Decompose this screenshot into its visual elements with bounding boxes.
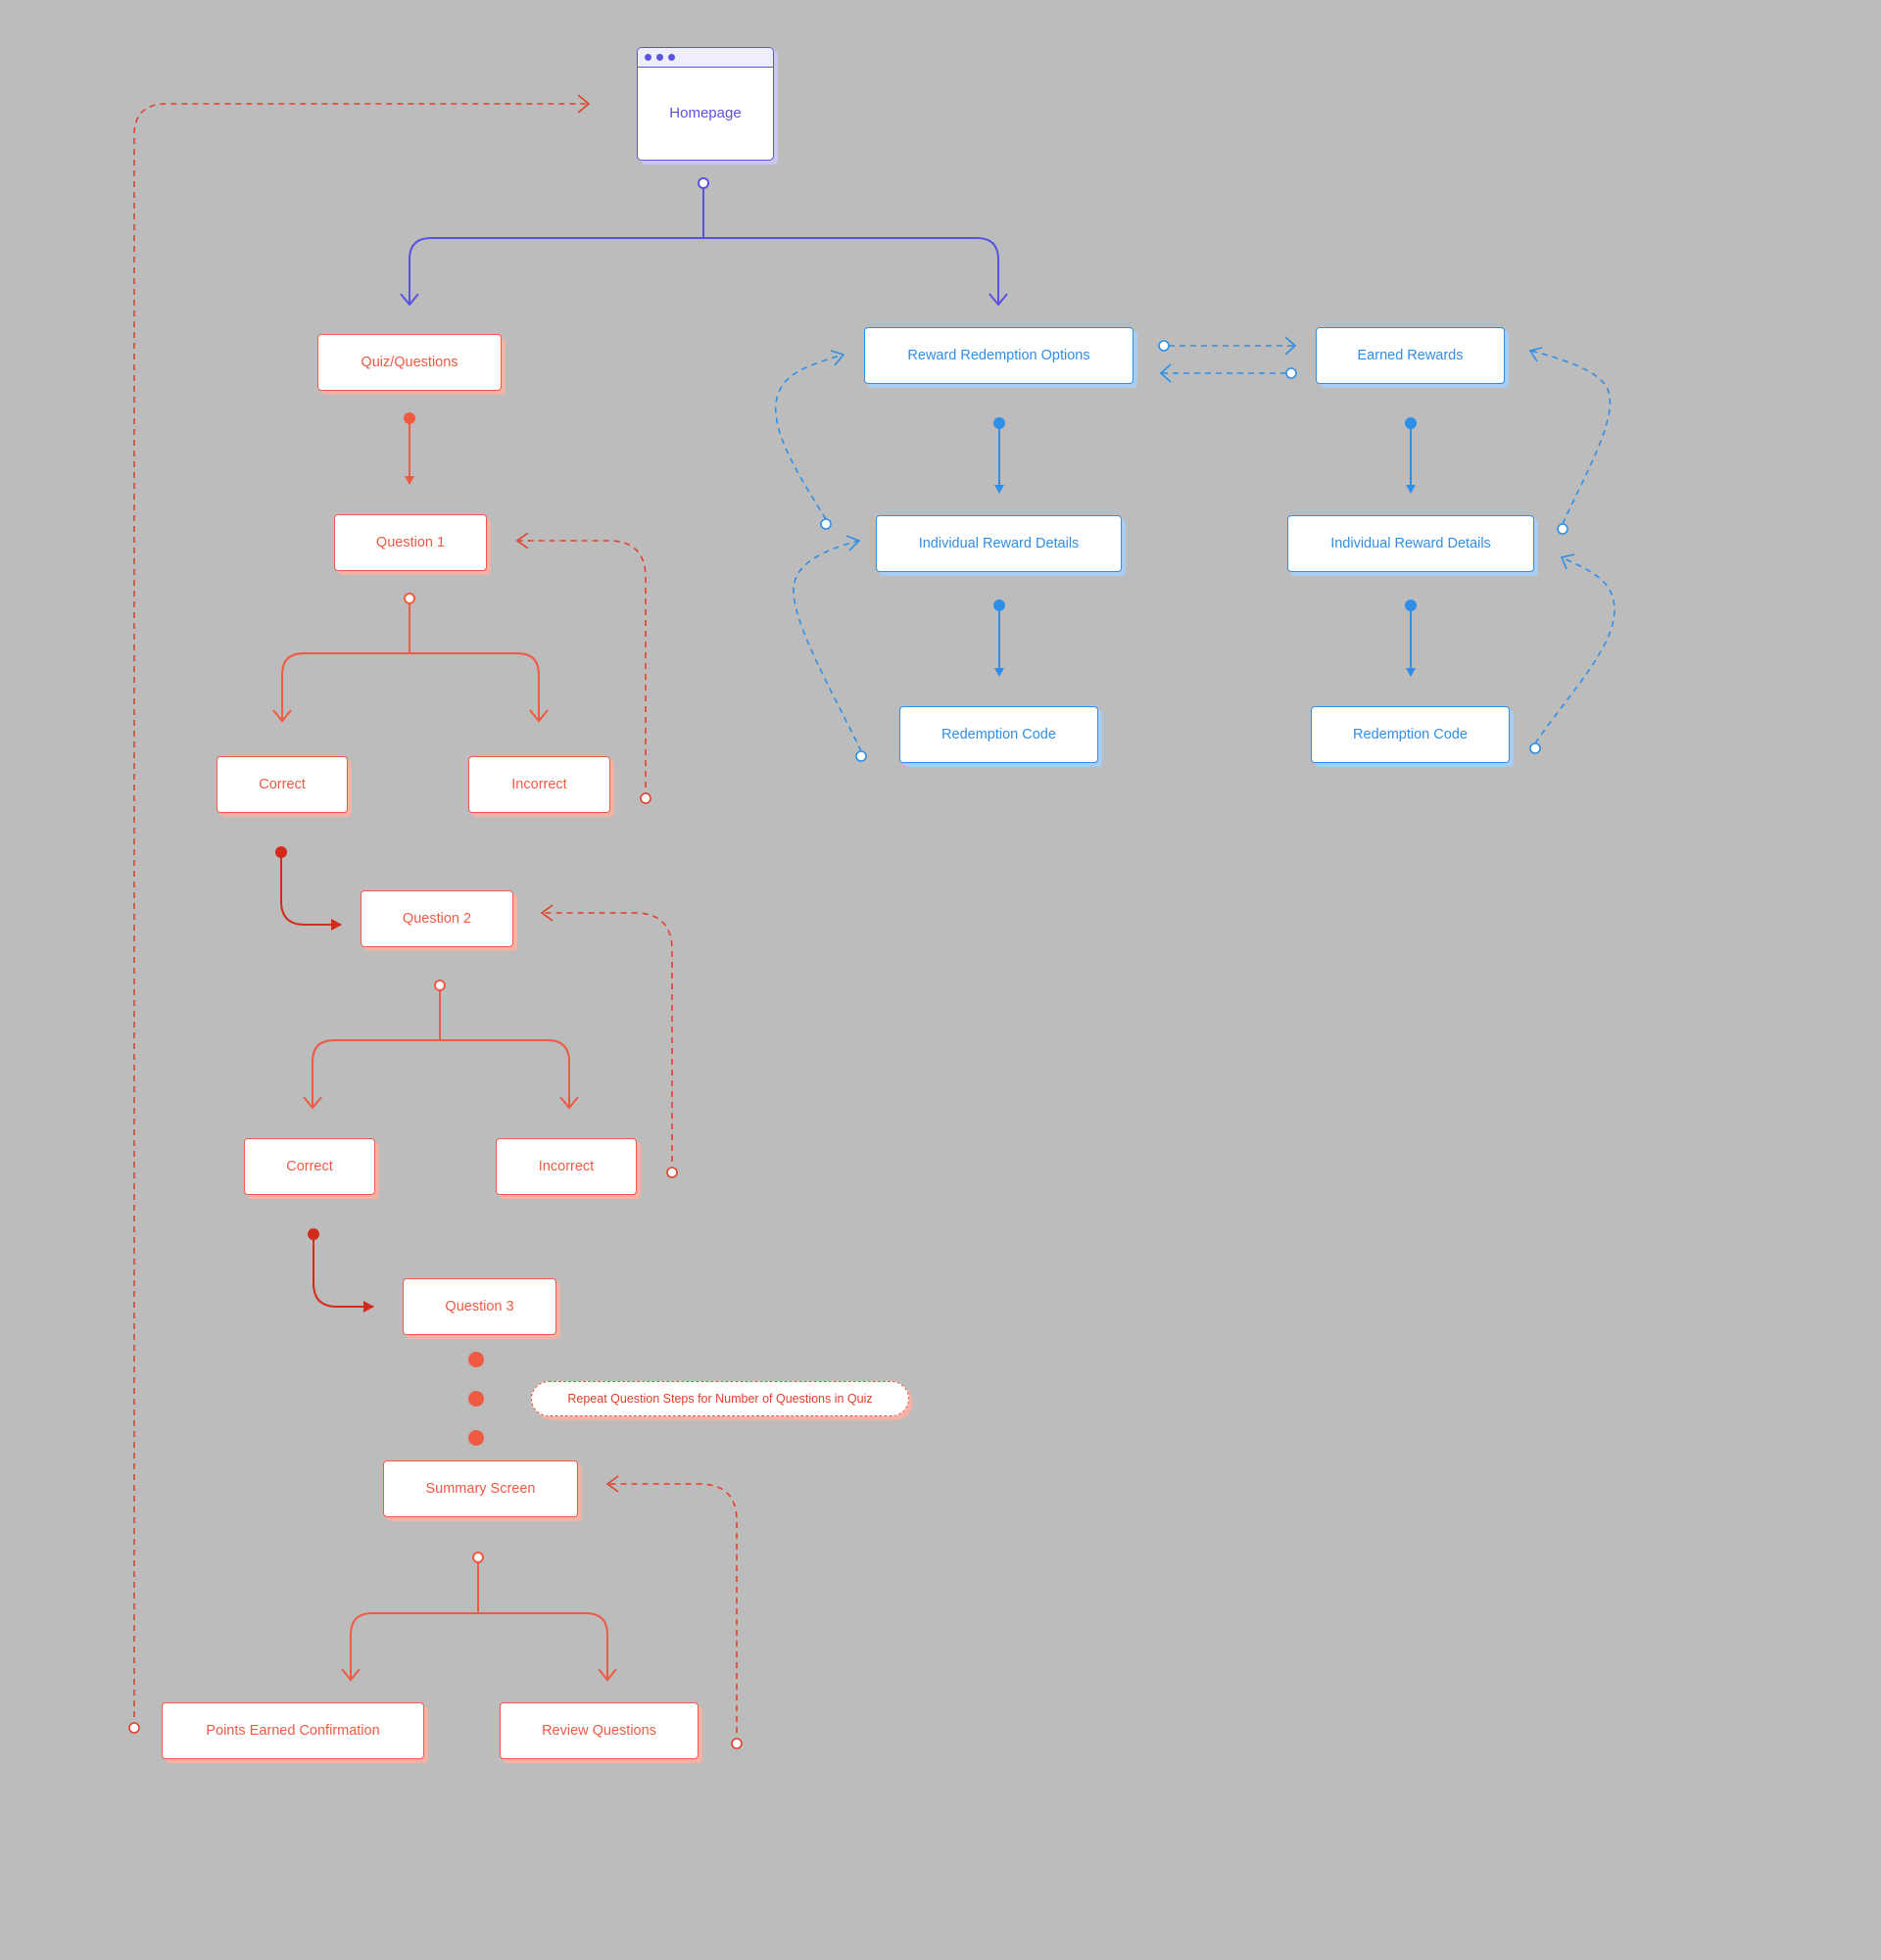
rewards-connectors [993,417,1417,677]
homepage-label: Homepage [669,105,742,121]
homepage-window[interactable]: Homepage [637,47,774,161]
points-earned-confirmation-node[interactable]: Points Earned Confirmation [162,1702,424,1759]
options-redemption-code-node[interactable]: Redemption Code [899,706,1098,763]
earned-reward-details-node[interactable]: Individual Reward Details [1287,515,1534,572]
window-dot-icon [668,54,675,61]
window-dot-icon [656,54,663,61]
reward-redemption-options-node[interactable]: Reward Redemption Options [864,327,1133,384]
q2-incorrect-node[interactable]: Incorrect [496,1138,637,1195]
homepage-branch-connector [400,177,1008,307]
summary-screen-node[interactable]: Summary Screen [383,1460,578,1517]
window-title-bar [638,48,773,68]
repeat-dots [468,1352,484,1446]
window-dot-icon [645,54,651,61]
review-questions-node[interactable]: Review Questions [500,1702,699,1759]
repeat-questions-note: Repeat Question Steps for Number of Ques… [531,1381,909,1416]
options-reward-details-node[interactable]: Individual Reward Details [876,515,1122,572]
q1-correct-node[interactable]: Correct [217,756,348,813]
correct-next-connectors [275,846,374,1313]
earned-redemption-code-node[interactable]: Redemption Code [1311,706,1510,763]
question-2-node[interactable]: Question 2 [361,890,513,947]
quiz-connectors [272,412,617,1682]
q1-incorrect-node[interactable]: Incorrect [468,756,610,813]
question-3-node[interactable]: Question 3 [403,1278,556,1335]
quiz-questions-node[interactable]: Quiz/Questions [317,334,502,391]
earned-rewards-node[interactable]: Earned Rewards [1316,327,1505,384]
q2-correct-node[interactable]: Correct [244,1138,375,1195]
rewards-loops [775,336,1616,762]
question-1-node[interactable]: Question 1 [334,514,487,571]
retry-loops [128,94,743,1749]
